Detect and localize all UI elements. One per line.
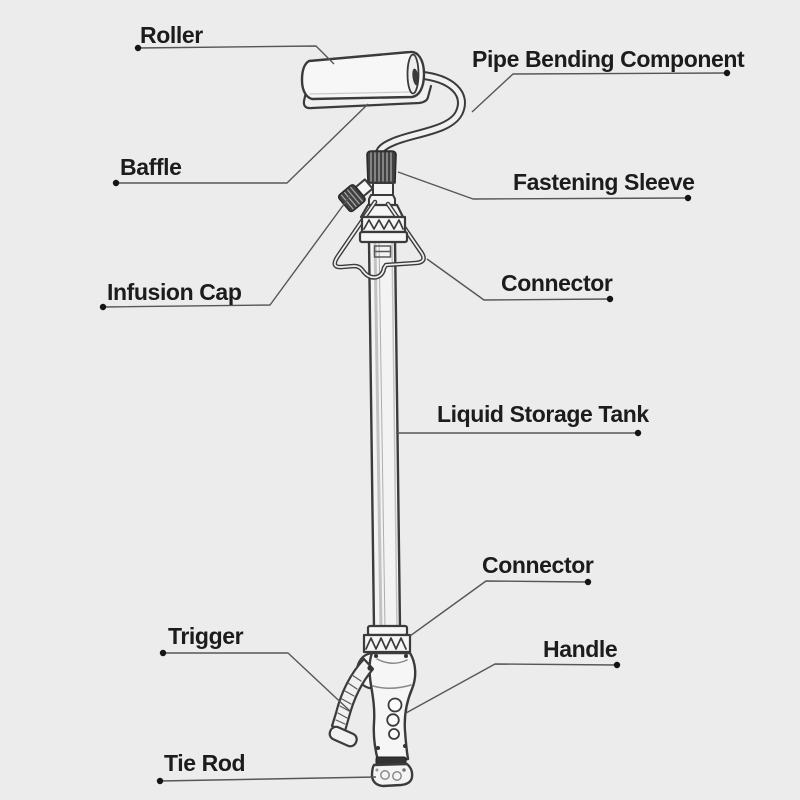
leader-dot-connector-upper [606, 295, 614, 303]
leader-connector-lower [409, 580, 589, 637]
label-handle: Handle [543, 636, 618, 662]
leader-dot-trigger [159, 649, 167, 657]
leader-fastening-sleeve [397, 171, 689, 200]
leader-handle [405, 663, 618, 714]
leader-tie-rod [159, 776, 377, 782]
leader-dot-fastening-sleeve [684, 194, 692, 202]
roller-drawing [300, 50, 426, 101]
hanging-bracket-drawing [332, 199, 426, 280]
label-infusion-cap: Infusion Cap [107, 279, 242, 305]
leader-baffle [116, 103, 369, 184]
liquid-storage-tank-drawing [367, 238, 402, 631]
label-liquid-storage-tank: Liquid Storage Tank [437, 401, 649, 427]
leader-dot-infusion-cap [99, 303, 107, 311]
fastening-sleeve-drawing [366, 150, 397, 196]
label-trigger: Trigger [168, 623, 244, 649]
label-tie-rod: Tie Rod [164, 750, 246, 776]
label-connector-lower: Connector [482, 552, 594, 578]
infusion-cap-drawing [337, 178, 374, 213]
pipe-bending-component-drawing [373, 70, 466, 166]
leader-roller [137, 45, 335, 65]
connector-upper-drawing [358, 215, 409, 244]
leader-dot-handle [613, 661, 621, 669]
trigger-drawing [328, 657, 375, 748]
leader-dot-tie-rod [156, 777, 164, 785]
leader-dot-pipe-bending-component [723, 69, 731, 77]
label-baffle: Baffle [120, 154, 182, 180]
leader-pipe-bending-component [471, 72, 728, 113]
leader-infusion-cap [102, 195, 351, 308]
leader-dot-liquid-storage-tank [634, 429, 642, 437]
leader-connector-upper [426, 258, 611, 301]
tie-rod-drawing [370, 756, 414, 788]
label-pipe-bending-component: Pipe Bending Component [472, 46, 745, 72]
leader-dot-connector-lower [584, 578, 592, 586]
label-connector-upper: Connector [501, 270, 613, 296]
label-roller: Roller [140, 22, 203, 48]
leader-dot-baffle [112, 179, 120, 187]
leader-trigger [163, 652, 351, 712]
connector-lower-drawing [362, 624, 412, 654]
label-fastening-sleeve: Fastening Sleeve [513, 169, 695, 195]
leader-dot-roller [134, 44, 142, 52]
